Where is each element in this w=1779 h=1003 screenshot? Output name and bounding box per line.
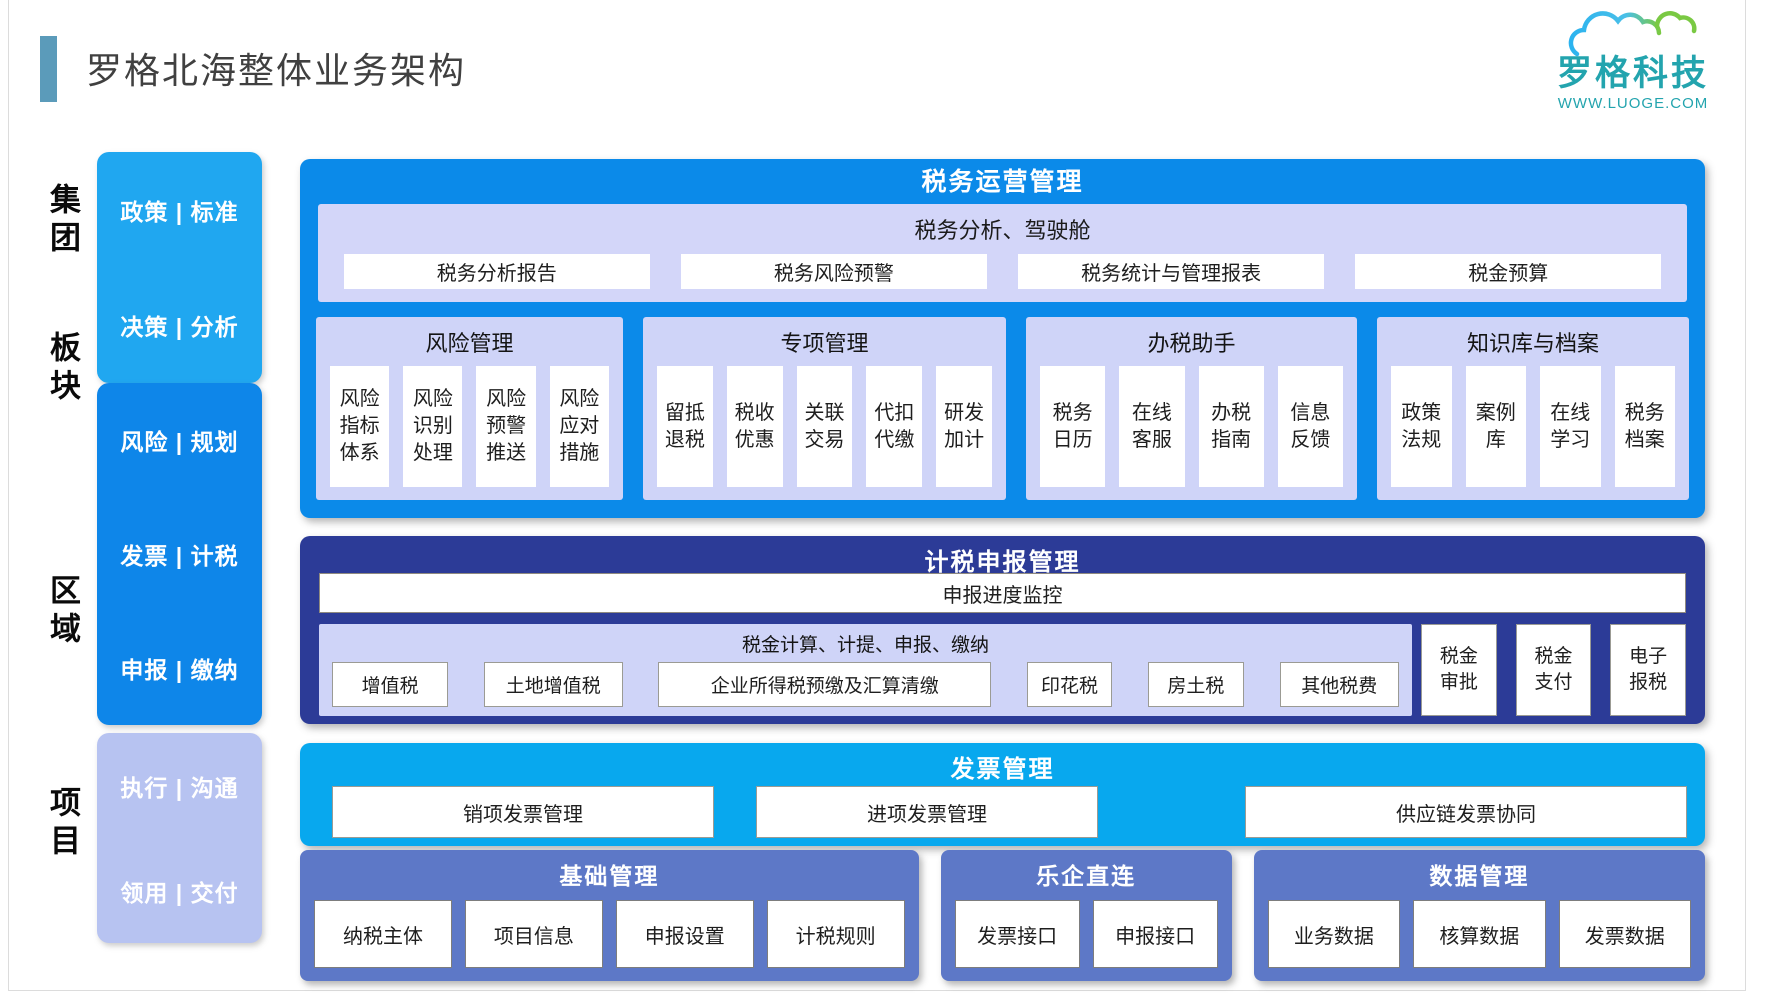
calc-panel: 税金计算、计提、申报、缴纳 增值税 土地增值税 企业所得税预缴及汇算清缴 印花税… — [319, 624, 1412, 716]
item-box: 税金 审批 — [1421, 624, 1497, 716]
item-box: 印花税 — [1026, 662, 1113, 707]
item-box: 申报接口 — [1092, 900, 1218, 968]
item-box: 风险 应对 措施 — [549, 366, 609, 487]
group-special-management: 专项管理 留抵 退税 税收 优惠 关联 交易 代扣 代缴 研发 加计 — [642, 317, 1007, 500]
brand-url: WWW.LUOGE.COM — [1557, 94, 1709, 112]
group-risk-management: 风险管理 风险 指标 体系 风险 识别 处理 风险 预警 推送 风险 应对 措施 — [316, 317, 623, 500]
section-title: 基础管理 — [559, 863, 660, 889]
section-tax-operation: 税务运营管理 税务分析、驾驶舱 税务分析报告 税务风险预警 税务统计与管理报表 … — [300, 159, 1705, 518]
item-box: 进项发票管理 — [756, 786, 1098, 838]
sidebar-group-core: 风险 | 规划 发票 | 计税 申报 | 缴纳 — [97, 383, 262, 725]
foundation-row: 基础管理 纳税主体 项目信息 申报设置 计税规则 乐企直连 发票接口 申报接口 … — [300, 850, 1705, 981]
sidebar-item: 决策 | 分析 — [120, 314, 239, 341]
section-title: 乐企直连 — [1036, 863, 1137, 889]
item-box: 风险 识别 处理 — [403, 366, 463, 487]
item-box: 税金 支付 — [1515, 624, 1592, 716]
sidebar-item: 申报 | 缴纳 — [120, 657, 239, 683]
item-box: 其他税费 — [1279, 662, 1399, 707]
item-box: 税务分析报告 — [344, 254, 650, 289]
section-tax-filing: 计税申报管理 申报进度监控 税金计算、计提、申报、缴纳 增值税 土地增值税 企业… — [300, 536, 1705, 724]
item-box: 风险 预警 推送 — [476, 366, 536, 487]
item-box: 在线 客服 — [1119, 366, 1185, 487]
item-box: 税务风险预警 — [681, 254, 987, 289]
item-box: 风险 指标 体系 — [330, 366, 390, 487]
row-label-sector: 板块 — [45, 331, 80, 407]
group-title: 知识库与档案 — [1467, 331, 1600, 356]
item-box: 税收 优惠 — [726, 366, 783, 487]
sidebar-group-execution: 执行 | 沟通 领用 | 交付 — [97, 733, 262, 943]
item-box: 发票接口 — [954, 900, 1080, 968]
group-title: 专项管理 — [780, 331, 869, 356]
row-label-project: 项目 — [45, 786, 80, 862]
item-box: 供应链发票协同 — [1245, 786, 1687, 838]
row-label-group: 集团 — [45, 183, 80, 259]
group-knowledge-archive: 知识库与档案 政策 法规 案例 库 在线 学习 税务 档案 — [1377, 317, 1690, 500]
slide-frame — [8, 0, 1746, 991]
item-box: 代扣 代缴 — [866, 366, 923, 487]
title-accent-bar — [40, 36, 57, 102]
item-box: 房土税 — [1147, 662, 1244, 707]
item-box: 业务数据 — [1267, 900, 1401, 968]
item-box: 电子 报税 — [1610, 624, 1687, 716]
section-basic-management: 基础管理 纳税主体 项目信息 申报设置 计税规则 — [300, 850, 919, 981]
item-box: 办税 指南 — [1198, 366, 1264, 487]
cloud-icon — [1568, 11, 1697, 57]
row-label-region: 区域 — [45, 574, 80, 650]
item-box: 计税规则 — [766, 900, 905, 968]
item-box: 政策 法规 — [1391, 366, 1452, 487]
sidebar-item: 领用 | 交付 — [120, 879, 239, 906]
group-title: 风险管理 — [425, 331, 514, 356]
brand-name: 罗格科技 — [1556, 54, 1709, 93]
item-box: 纳税主体 — [314, 900, 452, 968]
filing-progress-monitor: 申报进度监控 — [319, 573, 1686, 613]
page-title: 罗格北海整体业务架构 — [86, 50, 467, 91]
item-box: 企业所得税预缴及汇算清缴 — [658, 662, 992, 707]
item-box: 销项发票管理 — [332, 786, 714, 838]
item-box: 税金预算 — [1355, 254, 1661, 289]
item-box: 核算数据 — [1413, 900, 1546, 968]
panel-title: 税务分析、驾驶舱 — [914, 218, 1091, 243]
analysis-panel: 税务分析、驾驶舱 税务分析报告 税务风险预警 税务统计与管理报表 税金预算 — [318, 204, 1687, 302]
sidebar-item: 政策 | 标准 — [120, 198, 239, 225]
brand-logo: 罗格科技 WWW.LUOGE.COM — [1528, 4, 1738, 112]
item-box: 税务 档案 — [1614, 366, 1675, 487]
sidebar-group-policy: 政策 | 标准 决策 | 分析 — [97, 152, 262, 383]
section-title: 数据管理 — [1429, 863, 1530, 889]
section-leqi-connect: 乐企直连 发票接口 申报接口 — [940, 850, 1232, 981]
item-box: 项目信息 — [464, 900, 603, 968]
panel-title: 税金计算、计提、申报、缴纳 — [741, 635, 989, 656]
section-title: 发票管理 — [950, 756, 1055, 783]
item-box: 留抵 退税 — [656, 366, 713, 487]
section-title: 税务运营管理 — [921, 168, 1084, 196]
item-box: 在线 学习 — [1540, 366, 1601, 487]
item-box: 发票数据 — [1558, 900, 1691, 968]
item-box: 税务统计与管理报表 — [1018, 254, 1324, 289]
section-title: 计税申报管理 — [924, 549, 1081, 576]
item-box: 税务 日历 — [1040, 366, 1106, 487]
item-box: 申报设置 — [615, 900, 754, 968]
item-box: 关联 交易 — [796, 366, 853, 487]
group-title: 办税助手 — [1147, 331, 1236, 356]
sidebar-item: 执行 | 沟通 — [120, 774, 239, 801]
item-box: 信息 反馈 — [1277, 366, 1344, 487]
item-box: 土地增值税 — [483, 662, 623, 707]
sidebar-item: 风险 | 规划 — [120, 429, 239, 455]
group-tax-assistant: 办税助手 税务 日历 在线 客服 办税 指南 信息 反馈 — [1026, 317, 1358, 500]
sidebar-item: 发票 | 计税 — [120, 543, 239, 569]
section-data-management: 数据管理 业务数据 核算数据 发票数据 — [1253, 850, 1705, 981]
item-box: 案例 库 — [1465, 366, 1527, 487]
item-box: 研发 加计 — [936, 366, 993, 487]
section-invoice: 发票管理 销项发票管理 进项发票管理 供应链发票协同 — [300, 743, 1705, 846]
item-box: 增值税 — [332, 662, 449, 707]
